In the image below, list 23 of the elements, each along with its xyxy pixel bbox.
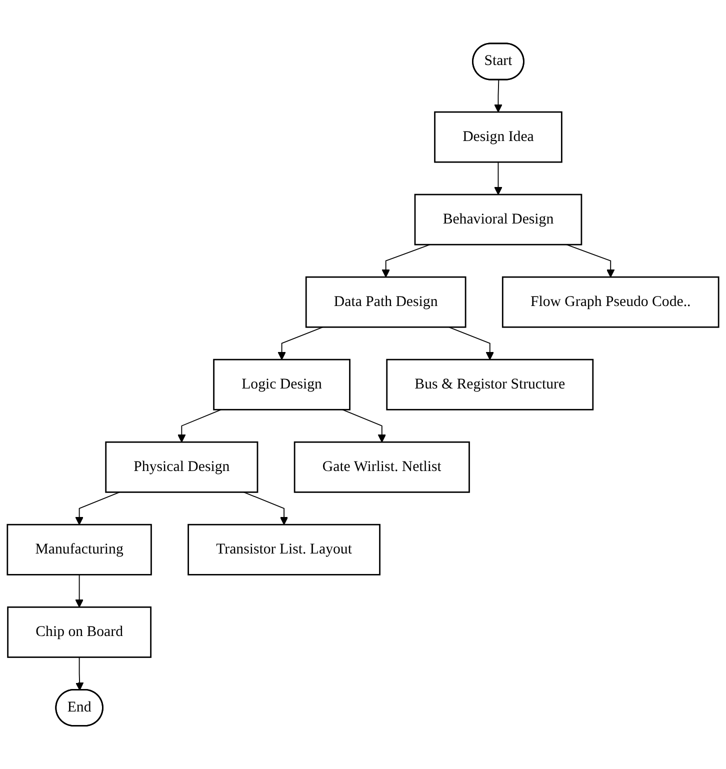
arrow [448, 326, 494, 360]
node-box: Logic Design [213, 358, 350, 410]
arrow [494, 79, 502, 112]
node-box: Physical Design [105, 441, 258, 493]
node-box: Chip on Board [7, 606, 152, 658]
arrow [382, 244, 430, 278]
arrow [494, 162, 502, 195]
arrow [566, 244, 615, 278]
arrow [178, 409, 222, 442]
arrow [278, 326, 324, 360]
arrow [75, 574, 84, 608]
arrow [76, 656, 84, 690]
node-box: Bus & Registor Structure [386, 358, 594, 410]
node-box: Gate Wirlist. Netlist [294, 441, 470, 493]
node-box: Transistor List. Layout [188, 524, 380, 576]
arrow [243, 492, 288, 525]
arrow [342, 409, 386, 442]
node-box: Behavioral Design [414, 194, 582, 246]
node-box: Design Idea [434, 111, 562, 163]
node-box: Flow Graph Pseudo Code.. [502, 276, 720, 328]
node-box: Manufacturing [6, 524, 152, 576]
arrow [75, 492, 120, 525]
node-box: Data Path Design [305, 276, 466, 328]
